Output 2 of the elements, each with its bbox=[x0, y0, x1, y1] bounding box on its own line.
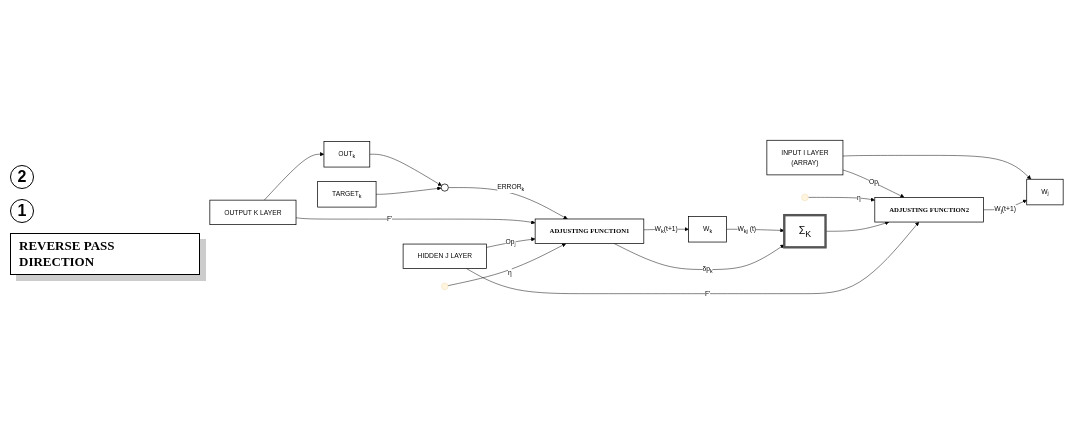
node-circle bbox=[440, 183, 449, 192]
node-box: Σ$_{K}$ bbox=[783, 213, 827, 249]
